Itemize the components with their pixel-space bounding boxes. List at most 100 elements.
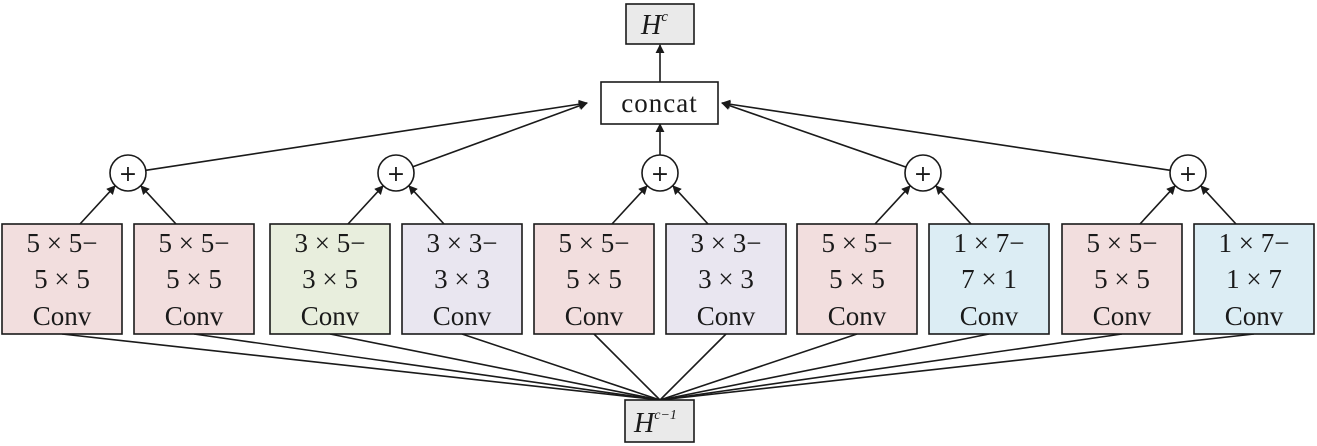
sum-operator: + [109,154,147,192]
sum-operator: + [641,154,679,192]
conv-to-sum-arrow [935,185,972,225]
conv-block-kernel: 1 × 7 [1226,264,1282,294]
sum-to-concat-arrow [721,101,907,168]
conv-block-kernel: 5 × 5− [822,228,893,258]
conv-block-box [269,223,391,335]
conv-block: 5 × 5− 5 × 5 Conv [133,223,255,335]
sum-circle [1169,154,1207,192]
conv-block-type: Conv [1093,301,1152,331]
conv-block-type: Conv [828,301,887,331]
conv-block: 3 × 3− 3 × 3 Conv [401,223,523,335]
conv-to-sum-arrow [408,185,445,225]
conv-block-box [533,223,655,335]
sum-operators: + + + + + [109,154,1207,192]
plus-symbol: + [914,162,932,187]
input-wire [193,333,661,401]
conv-block-type: Conv [565,301,624,331]
input-wire [659,333,990,401]
sum-to-concat-arrow [412,101,588,168]
conv-block: 5 × 5− 5 × 5 Conv [1,223,123,335]
conv-block-kernel: 5 × 5− [559,228,630,258]
input-node-box [624,399,695,443]
conv-block-box [133,223,255,335]
conv-block-box [1,223,123,335]
conv-block-box [665,223,787,335]
conv-block-type: Conv [165,301,224,331]
conv-block-kernel: 5 × 5 [829,264,885,294]
concat-node-box [600,81,719,125]
input-wire [593,333,661,401]
input-wire [659,333,1123,401]
conv-to-sum-arrow [672,185,709,225]
flow-arrows [79,44,1237,225]
plus-symbol: + [119,162,137,187]
sum-to-concat-arrow [721,99,1171,172]
sum-operator: + [904,154,942,192]
sum-circle [641,154,679,192]
input-wire [461,333,661,401]
conv-block-kernel: 3 × 3 [698,264,754,294]
sum-circle [377,154,415,192]
conv-block-kernel: 7 × 1 [961,264,1017,294]
conv-block: 1 × 7− 7 × 1 Conv [928,223,1050,335]
conv-block: 5 × 5− 5 × 5 Conv [1061,223,1183,335]
conv-block-box [1193,223,1315,335]
conv-block-type: Conv [33,301,92,331]
conv-block: 5 × 5− 5 × 5 Conv [533,223,655,335]
conv-block: 1 × 7− 1 × 7 Conv [1193,223,1315,335]
conv-block: 3 × 5− 3 × 5 Conv [269,223,391,335]
conv-block-kernel: 1 × 7− [954,228,1025,258]
sum-circle [109,154,147,192]
conv-to-sum-arrow [1200,185,1237,225]
plus-symbol: + [651,162,669,187]
conv-block-type: Conv [960,301,1019,331]
output-node-box [625,3,695,45]
concat-node: concat [600,81,719,125]
conv-block-box [401,223,523,335]
conv-to-sum-arrow [874,185,911,225]
sum-to-concat-arrow [145,99,588,172]
conv-block-type: Conv [433,301,492,331]
conv-block-box [796,223,918,335]
input-wire [329,333,661,401]
input-node-label: Hc−1 [633,408,677,439]
conv-block-kernel: 5 × 5 [566,264,622,294]
conv-block-kernel: 3 × 5− [295,228,366,258]
input-wire [61,333,661,401]
conv-block-box [1061,223,1183,335]
concat-node-label: concat [621,88,697,118]
sum-operator: + [377,154,415,192]
conv-block-kernel: 5 × 5− [27,228,98,258]
conv-block-kernel: 5 × 5 [34,264,90,294]
conv-to-sum-arrow [79,185,116,225]
conv-block-kernel: 1 × 7− [1219,228,1290,258]
output-node: Hc [625,3,695,45]
conv-block-kernel: 3 × 5 [302,264,358,294]
plus-symbol: + [1179,162,1197,187]
conv-block-kernel: 3 × 3 [434,264,490,294]
input-node: Hc−1 [624,399,695,443]
input-wire [659,333,858,401]
conv-block-kernel: 3 × 3− [427,228,498,258]
conv-block-type: Conv [1225,301,1284,331]
output-node-label: Hc [640,9,668,41]
sum-operator: + [1169,154,1207,192]
sum-circle [904,154,942,192]
conv-block-type: Conv [301,301,360,331]
conv-block-kernel: 5 × 5 [166,264,222,294]
input-wire [659,333,727,401]
conv-to-sum-arrow [140,185,177,225]
conv-to-sum-arrow [611,185,648,225]
conv-block-kernel: 5 × 5− [159,228,230,258]
conv-block: 5 × 5− 5 × 5 Conv [796,223,918,335]
conv-block-kernel: 3 × 3− [691,228,762,258]
input-connections [61,333,1255,401]
conv-to-sum-arrow [347,185,384,225]
conv-block-kernel: 5 × 5− [1087,228,1158,258]
conv-to-sum-arrow [1139,185,1176,225]
input-wire [659,333,1255,401]
conv-block-kernel: 5 × 5 [1094,264,1150,294]
